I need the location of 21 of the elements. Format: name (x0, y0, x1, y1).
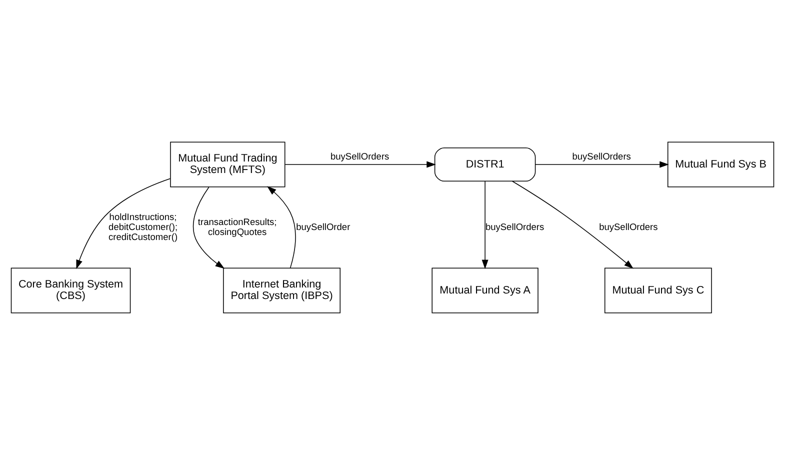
node-box: Mutual Fund Trading System (MFTS) (170, 142, 286, 188)
edge-label: holdInstructions; debitCustomer(); creditCustomer() (108, 212, 178, 242)
arrow (192, 186, 225, 269)
edge-label: buySellOrders (599, 222, 658, 232)
arrow (512, 180, 634, 269)
edge-label: buySellOrders (572, 152, 631, 162)
arrow (76, 178, 171, 270)
node-box: Core Banking System (CBS) (10, 268, 131, 314)
node-box: Mutual Fund Sys B (667, 142, 774, 188)
arrow (534, 161, 669, 168)
node-box: Internet Banking Portal System (IBPS) (223, 268, 341, 314)
node-box: DISTR1 (434, 148, 536, 182)
edge-label: transactionResults; closingQuotes (198, 216, 277, 237)
arrow (284, 161, 436, 168)
edge-label: buySellOrders (485, 222, 544, 232)
arrow (266, 186, 296, 268)
arrow (482, 180, 488, 270)
node-box: Mutual Fund Sys A (432, 268, 538, 314)
edge-label: buySellOrder (296, 222, 350, 232)
edge-label: buySellOrders (330, 152, 390, 162)
node-box: Mutual Fund Sys C (604, 268, 712, 314)
